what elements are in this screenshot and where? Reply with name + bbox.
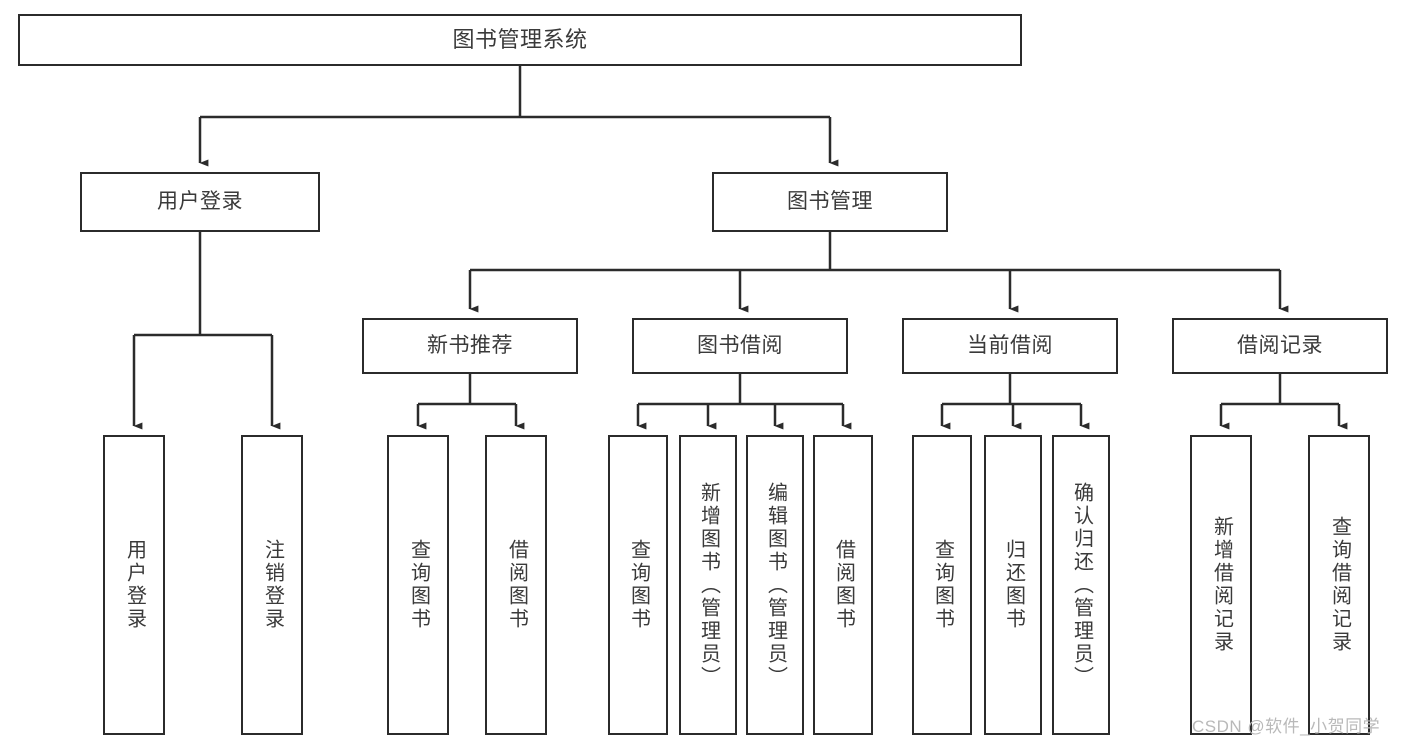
node-leaf-borrow-book-1-label: 借阅图书 [505, 539, 528, 631]
node-leaf-return-book-label: 归还图书 [1002, 539, 1025, 631]
node-leaf-confirm-return-admin-label: 确认归还（管理员） [1070, 481, 1093, 689]
node-leaf-add-book-admin-label: 新增图书（管理员） [697, 481, 720, 689]
node-leaf-confirm-return-admin[interactable]: 确认归还（管理员） [1052, 435, 1110, 735]
node-leaf-user-login-label: 用户登录 [123, 539, 146, 631]
node-leaf-return-book[interactable]: 归还图书 [984, 435, 1042, 735]
node-user-login[interactable]: 用户登录 [80, 172, 320, 232]
node-leaf-borrow-book-2-label: 借阅图书 [832, 539, 855, 631]
node-leaf-query-book-3-label: 查询图书 [931, 539, 954, 631]
node-leaf-query-book-2-label: 查询图书 [627, 539, 650, 631]
node-current-borrow-label: 当前借阅 [967, 334, 1053, 358]
node-borrow-record-label: 借阅记录 [1237, 334, 1323, 358]
node-leaf-user-login[interactable]: 用户登录 [103, 435, 165, 735]
node-book-manage[interactable]: 图书管理 [712, 172, 948, 232]
node-leaf-logout-label: 注销登录 [261, 539, 284, 631]
node-leaf-add-borrow-record[interactable]: 新增借阅记录 [1190, 435, 1252, 735]
node-book-borrow-label: 图书借阅 [697, 334, 783, 358]
node-leaf-add-borrow-record-label: 新增借阅记录 [1210, 516, 1233, 654]
node-new-book-recommend-label: 新书推荐 [427, 334, 513, 358]
node-user-login-label: 用户登录 [157, 190, 243, 214]
node-leaf-borrow-book-2[interactable]: 借阅图书 [813, 435, 873, 735]
node-leaf-add-book-admin[interactable]: 新增图书（管理员） [679, 435, 737, 735]
node-leaf-query-borrow-record[interactable]: 查询借阅记录 [1308, 435, 1370, 735]
node-leaf-query-book-1[interactable]: 查询图书 [387, 435, 449, 735]
node-leaf-query-borrow-record-label: 查询借阅记录 [1328, 516, 1351, 654]
node-leaf-edit-book-admin[interactable]: 编辑图书（管理员） [746, 435, 804, 735]
node-leaf-query-book-1-label: 查询图书 [407, 539, 430, 631]
node-book-borrow[interactable]: 图书借阅 [632, 318, 848, 374]
node-leaf-query-book-2[interactable]: 查询图书 [608, 435, 668, 735]
node-leaf-borrow-book-1[interactable]: 借阅图书 [485, 435, 547, 735]
node-current-borrow[interactable]: 当前借阅 [902, 318, 1118, 374]
node-root-system[interactable]: 图书管理系统 [18, 14, 1022, 66]
node-borrow-record[interactable]: 借阅记录 [1172, 318, 1388, 374]
node-root-label: 图书管理系统 [452, 26, 588, 52]
node-leaf-logout[interactable]: 注销登录 [241, 435, 303, 735]
node-book-manage-label: 图书管理 [787, 190, 873, 214]
node-new-book-recommend[interactable]: 新书推荐 [362, 318, 578, 374]
node-leaf-query-book-3[interactable]: 查询图书 [912, 435, 972, 735]
csdn-watermark: CSDN @软件_小贺同学 [1192, 717, 1381, 736]
node-leaf-edit-book-admin-label: 编辑图书（管理员） [764, 481, 787, 689]
